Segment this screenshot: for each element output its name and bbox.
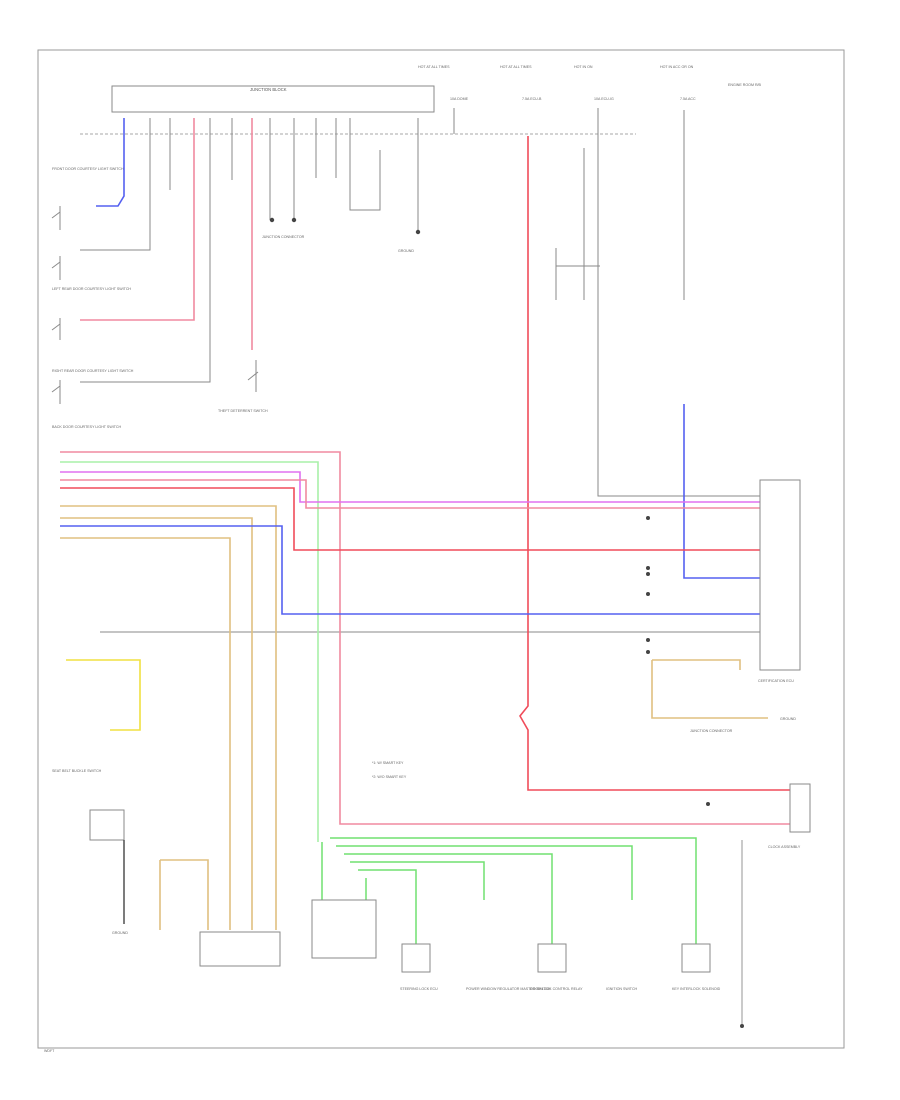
bottom-component-2: [537, 943, 567, 973]
junction-connector-label-1: JUNCTION CONNECTOR: [262, 235, 305, 239]
ground-label-1: GROUND: [398, 249, 414, 253]
component-label-4: IGNITION SWITCH: [606, 987, 638, 991]
wire-pink-long: [60, 451, 790, 825]
hot-label-1: HOT AT ALL TIMES: [418, 65, 450, 69]
wire-yellow: [66, 659, 141, 731]
diagram-frame: [37, 49, 845, 1049]
wire-blue-right: [683, 404, 760, 579]
wire-tan-4: [160, 859, 209, 930]
note-1: *1: W/ SMART KEY: [372, 761, 404, 765]
junction-block-label: JUNCTION BLOCK: [250, 87, 287, 92]
wire-tan-3: [60, 537, 231, 930]
connector-dots: [269, 217, 710, 806]
switch-label-2: LEFT REAR DOOR COURTESY LIGHT SWITCH: [52, 287, 131, 291]
switch-label-1: FRONT DOOR COURTESY LIGHT SWITCH: [52, 167, 124, 171]
sensor-label: SEAT BELT BUCKLE SWITCH: [52, 769, 102, 773]
switch-label-3: RIGHT REAR DOOR COURTESY LIGHT SWITCH: [52, 369, 134, 373]
bottom-connector-1: [199, 931, 281, 967]
wire-blue-long: [60, 525, 760, 615]
wire-pink-left: [80, 118, 195, 321]
wire-magenta: [60, 471, 760, 503]
hot-label-3: HOT IN ON: [574, 65, 593, 69]
bottom-component-3: [681, 943, 711, 973]
switch-symbols: [51, 206, 259, 404]
certification-ecu-box: [759, 479, 801, 671]
junction-connector-label-2: JUNCTION CONNECTOR: [690, 729, 733, 733]
sensor-box: [89, 809, 125, 841]
wire-tan-right: [652, 659, 741, 670]
switch-label-5: THEFT DETERRENT SWITCH: [218, 409, 268, 413]
component-label-5: KEY INTERLOCK SOLENOID: [672, 987, 721, 991]
clock-assembly-label: CLOCK ASSEMBLY: [768, 845, 801, 849]
wire-lgreen-1: [60, 461, 319, 842]
switch-label-4: BACK DOOR COURTESY LIGHT SWITCH: [52, 425, 121, 429]
wire-tan-1: [60, 505, 277, 930]
clock-assembly-box: [789, 783, 811, 833]
fuse-label-2: 7.5A ECU-B: [522, 97, 542, 101]
wire-blue-top: [96, 118, 125, 207]
component-label-3: DOOR LOCK CONTROL RELAY: [530, 987, 583, 991]
right-ground-dot: [740, 1024, 744, 1028]
fuse-label-4: 7.5A ACC: [680, 97, 696, 101]
bottom-component-1: [401, 943, 431, 973]
wire-red-vertical: [519, 136, 790, 791]
hot-label-4: HOT IN ACC OR ON: [660, 65, 694, 69]
certification-ecu-label: CERTIFICATION ECU: [758, 679, 794, 683]
component-label-2: POWER WINDOW REGULATOR MASTER SWITCH: [466, 987, 551, 991]
green-bundle: [321, 837, 697, 944]
ground-label-2: GROUND: [780, 717, 796, 721]
wire-red-horizontal: [60, 487, 760, 551]
junction-block: [111, 85, 435, 113]
fuse-label-1: 10A DOME: [450, 97, 469, 101]
note-2: *2: W/O SMART KEY: [372, 775, 407, 779]
fuse-label-3: 10A ECU-IG: [594, 97, 614, 101]
ground-label-3: GROUND: [112, 931, 128, 935]
wire-tan-2: [60, 517, 253, 930]
wire-tan-right-2: [651, 660, 768, 719]
gray-wires: [80, 108, 760, 633]
hot-label-2: HOT AT ALL TIMES: [500, 65, 532, 69]
bottom-connector-2: [311, 899, 377, 959]
engine-room-label: ENGINE ROOM R/B: [728, 83, 762, 87]
component-label-1: STEERING LOCK ECU: [400, 987, 438, 991]
footer-code: WDFT: [44, 1049, 55, 1053]
wire-pink-2: [60, 479, 760, 509]
